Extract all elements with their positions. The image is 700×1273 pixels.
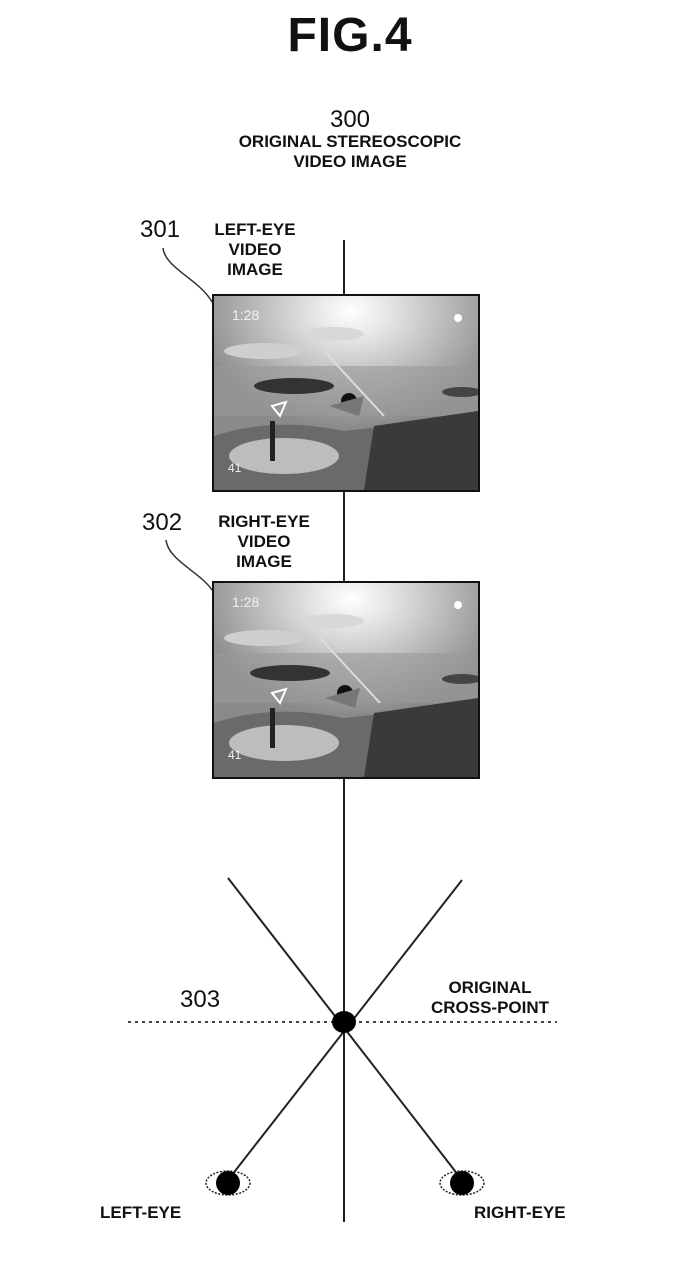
svg-text:41: 41 bbox=[228, 461, 242, 475]
ref-301: 301 bbox=[140, 216, 181, 243]
label-line-1: RIGHT-EYE bbox=[218, 512, 310, 531]
svg-text:41: 41 bbox=[228, 748, 242, 762]
label-line-2: VIDEO bbox=[237, 532, 291, 551]
original-cross-point-label: ORIGINAL CROSS-POINT bbox=[400, 978, 580, 1018]
left-eye-icon bbox=[205, 1170, 251, 1196]
caption-line-2: VIDEO IMAGE bbox=[293, 152, 407, 171]
cross-point-dot bbox=[332, 1011, 356, 1033]
ref-303: 303 bbox=[180, 986, 221, 1013]
video-frame-scene: 1:28 41 bbox=[214, 296, 478, 490]
right-eye-label: RIGHT-EYE bbox=[474, 1203, 566, 1222]
svg-text:1:28: 1:28 bbox=[232, 307, 259, 323]
video-frame-scene: 1:28 41 bbox=[214, 583, 478, 777]
figure-title: FIG.4 bbox=[287, 9, 413, 62]
svg-text:1:28: 1:28 bbox=[232, 594, 259, 610]
left-eye-video-image: 1:28 41 bbox=[212, 294, 480, 492]
label-line-2: VIDEO bbox=[228, 240, 282, 259]
right-eye-video-image-label: RIGHT-EYE VIDEO IMAGE bbox=[194, 512, 334, 572]
label-line-3: IMAGE bbox=[227, 260, 283, 279]
caption-line-1: ORIGINAL STEREOSCOPIC bbox=[238, 132, 462, 151]
original-stereoscopic-caption: 300 ORIGINAL STEREOSCOPIC VIDEO IMAGE bbox=[150, 108, 550, 172]
left-eye-video-image-label: LEFT-EYE VIDEO IMAGE bbox=[190, 220, 320, 280]
leader-301 bbox=[162, 247, 213, 303]
right-eye-icon bbox=[439, 1170, 485, 1196]
right-eye-video-image: 1:28 41 bbox=[212, 581, 480, 779]
label-line-2: CROSS-POINT bbox=[430, 998, 550, 1017]
leader-302 bbox=[165, 539, 213, 591]
label-line-3: IMAGE bbox=[236, 552, 292, 571]
left-eye-label: LEFT-EYE bbox=[100, 1203, 182, 1222]
ref-300: 300 bbox=[329, 106, 371, 133]
label-line-1: ORIGINAL bbox=[448, 978, 532, 997]
ref-302: 302 bbox=[142, 509, 183, 536]
label-line-1: LEFT-EYE bbox=[214, 220, 296, 239]
